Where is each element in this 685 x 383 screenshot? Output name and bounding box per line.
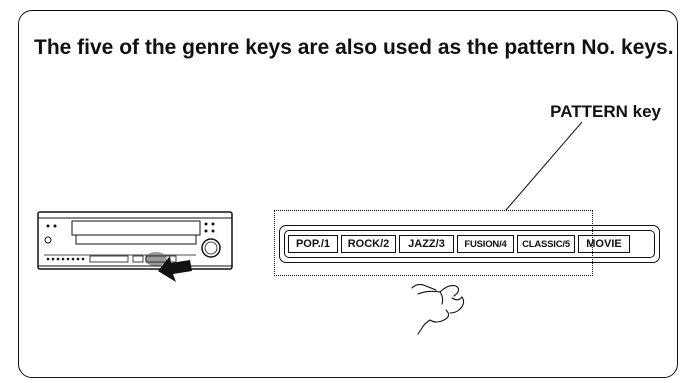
- pattern-key-callout: PATTERN key: [550, 102, 661, 121]
- pattern-keys-highlight-box: [274, 210, 593, 276]
- pressing-hand-icon: [411, 283, 465, 335]
- genre-key-row: POP./1 ROCK/2 JAZZ/3 FUSION/4 CLASSIC/5 …: [284, 230, 655, 258]
- diagram-heading: The five of the genre keys are also used…: [34, 36, 674, 59]
- genre-key-fusion-4[interactable]: FUSION/4: [457, 235, 514, 253]
- genre-key-classic-5[interactable]: CLASSIC/5: [517, 235, 575, 253]
- genre-key-pop-1[interactable]: POP./1: [288, 235, 338, 253]
- genre-key-rock-2[interactable]: ROCK/2: [341, 235, 396, 253]
- press-arrow-icon: [158, 256, 192, 282]
- genre-key-movie[interactable]: MOVIE: [578, 235, 630, 253]
- av-receiver-front-panel-icon: [37, 211, 233, 270]
- diagram-panel: [18, 10, 678, 378]
- genre-key-jazz-3[interactable]: JAZZ/3: [399, 235, 454, 253]
- callout-leader-line: [505, 121, 583, 211]
- genre-key-strip: POP./1 ROCK/2 JAZZ/3 FUSION/4 CLASSIC/5 …: [279, 225, 660, 263]
